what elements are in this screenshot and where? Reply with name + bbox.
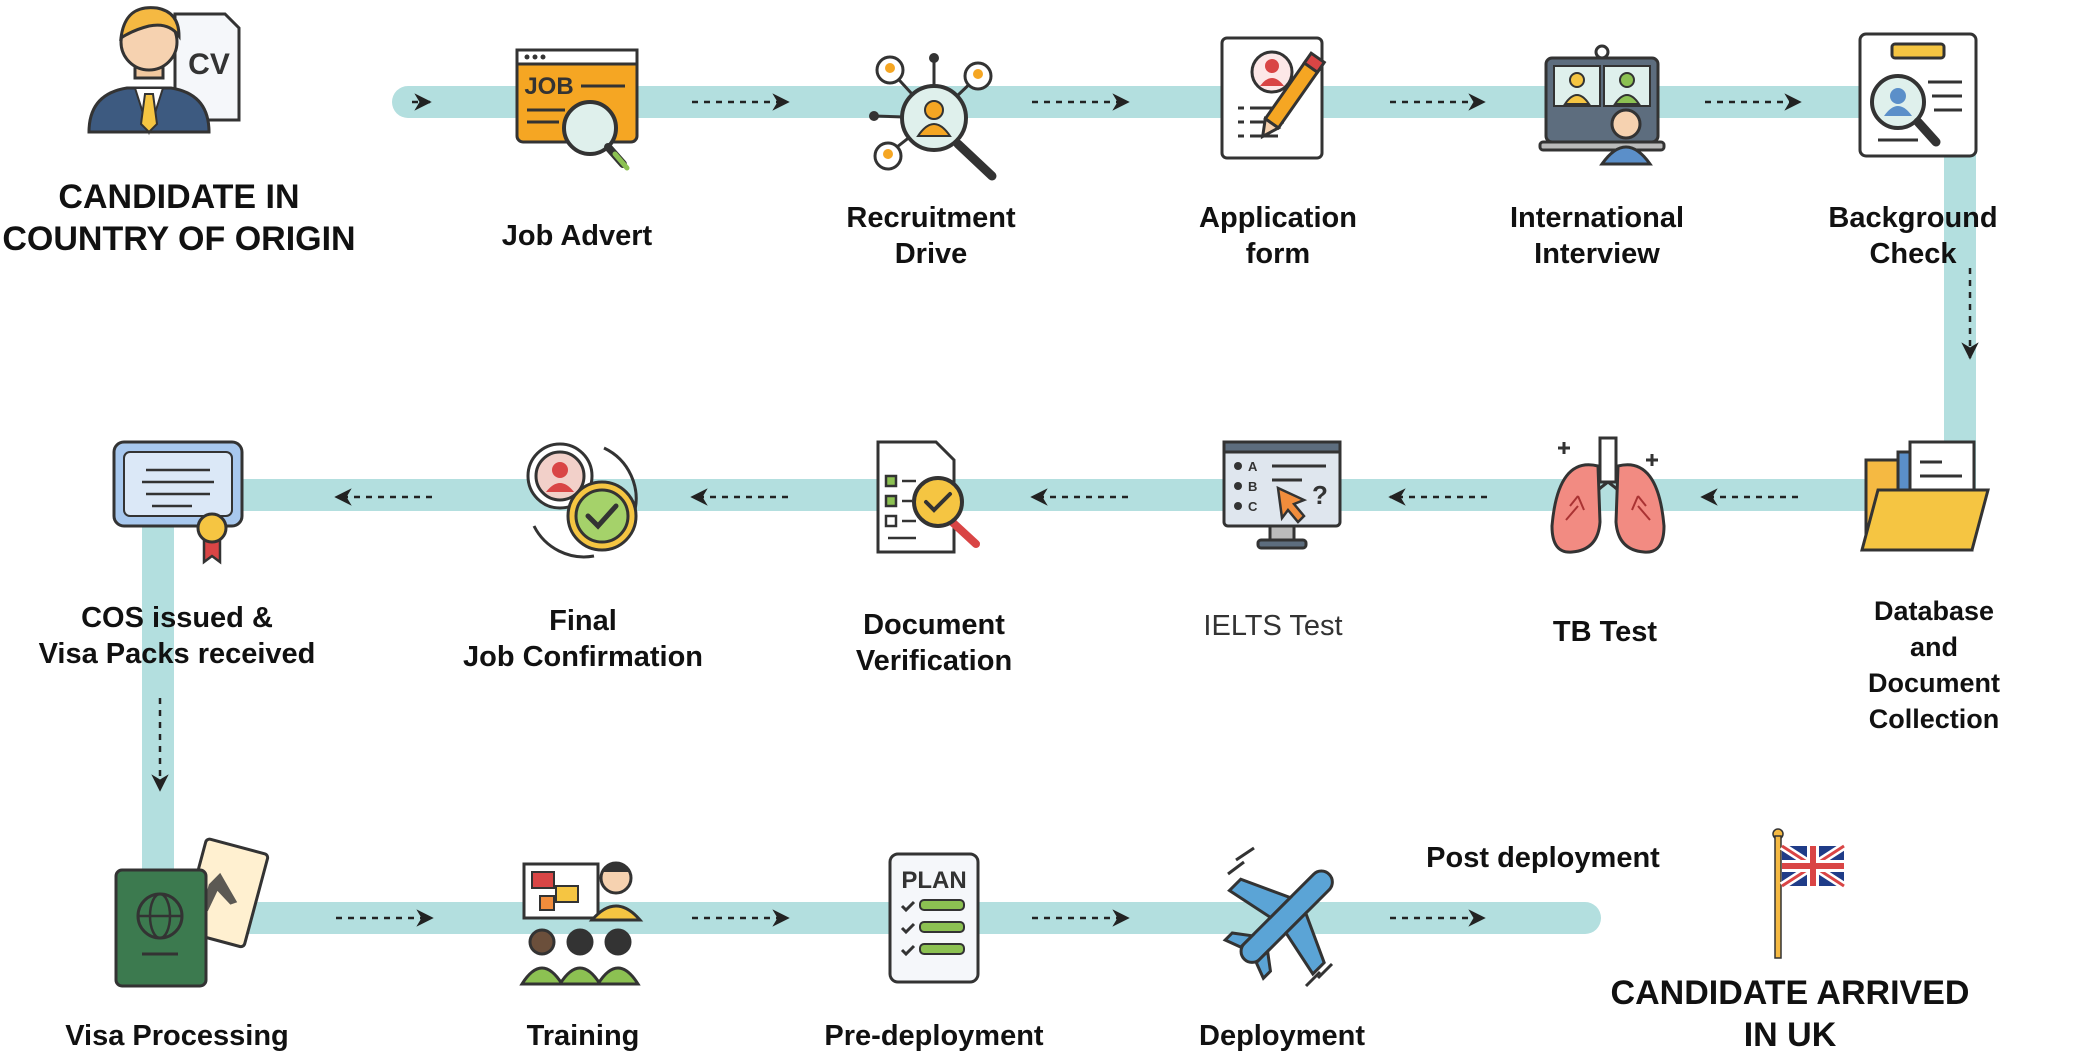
- cv-candidate-icon: CV: [87, 6, 241, 136]
- end-label: CANDIDATE ARRIVED IN UK: [1610, 974, 1970, 1054]
- computer-test-icon: A B C ?: [1222, 440, 1342, 550]
- document-check-icon: [876, 440, 980, 554]
- step-label-ielts-test: IELTS Test: [1203, 610, 1343, 642]
- step-label-document-verification: Document Verification: [855, 609, 1013, 677]
- recruitment-network-icon: [869, 53, 997, 181]
- flow-track: [142, 86, 1976, 934]
- cv-text: CV: [188, 48, 230, 81]
- job-text: JOB: [524, 73, 573, 100]
- application-form-icon: [1220, 36, 1327, 160]
- svg-text:?: ?: [1312, 480, 1328, 510]
- origin-label: CANDIDATE IN COUNTRY OF ORIGIN: [2, 178, 356, 258]
- step-label-deployment: Deployment: [1199, 1020, 1365, 1052]
- option-c-text: C: [1248, 499, 1258, 514]
- video-interview-icon: [1538, 44, 1666, 166]
- step-label-visa-processing: Visa Processing: [65, 1020, 289, 1052]
- track-row-1: [142, 86, 1976, 934]
- post-deployment-label: Post deployment: [1426, 842, 1660, 874]
- training-icon: [519, 861, 644, 986]
- step-label-training: Training: [526, 1020, 640, 1052]
- step-label-background-check: Background Check: [1828, 202, 1998, 270]
- option-a-text: A: [1248, 459, 1258, 474]
- step-label-database-document-collection: Database and Document Collection: [1867, 596, 2000, 734]
- step-label-job-advert: Job Advert: [501, 220, 653, 252]
- step-label-international-interview: International Interview: [1509, 202, 1685, 270]
- step-label-cos-visa-packs: COS issued & Visa Packs received: [38, 602, 316, 670]
- passport-icon: [114, 837, 270, 988]
- option-b-text: B: [1248, 479, 1257, 494]
- step-label-application-form: Application form: [1199, 202, 1357, 270]
- plan-text: PLAN: [901, 867, 966, 894]
- plan-checklist-icon: PLAN: [888, 852, 980, 984]
- step-label-pre-deployment: Pre-deployment: [824, 1020, 1044, 1052]
- lungs-icon: [1550, 436, 1666, 554]
- flow-arrows: [151, 93, 1979, 927]
- step-label-final-job-confirmation: Final Job Confirmation: [462, 605, 704, 673]
- job-advert-icon: JOB: [515, 48, 639, 171]
- folder-icon: [1860, 440, 1990, 552]
- airplane-icon: [1222, 846, 1334, 988]
- step-label-tb-test: TB Test: [1552, 616, 1658, 648]
- background-check-icon: [1858, 32, 1978, 158]
- confirmation-check-icon: [526, 442, 638, 559]
- certificate-icon: [112, 440, 244, 565]
- uk-flag-icon: [1772, 828, 1847, 959]
- step-label-recruitment-drive: Recruitment Drive: [846, 202, 1016, 270]
